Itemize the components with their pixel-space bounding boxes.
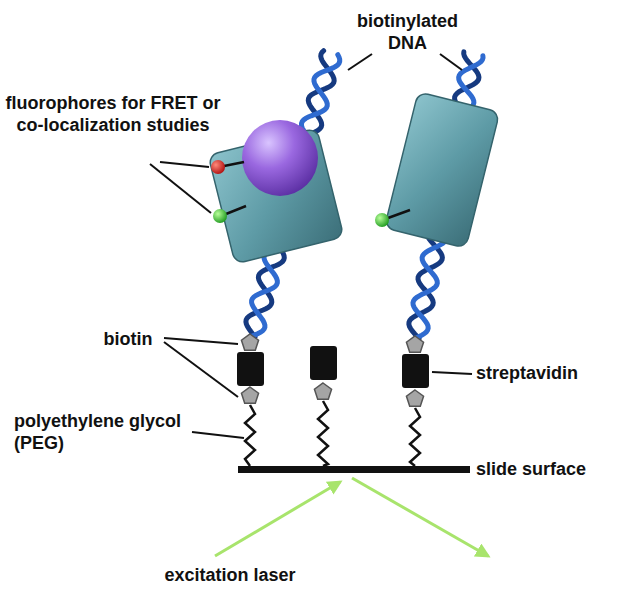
label: fluorophores for FRET or co-localization… (4, 92, 222, 136)
slide-surface (238, 466, 470, 473)
label: slide surface (476, 458, 616, 480)
label: biotin (95, 328, 161, 350)
label: polyethylene glycol (PEG) (14, 410, 190, 454)
protein-sphere (242, 120, 318, 196)
label: streptavidin (476, 362, 616, 384)
label: biotinylated DNA (350, 10, 465, 54)
label: excitation laser (120, 564, 340, 586)
peg (245, 401, 420, 466)
fluorophore (211, 160, 410, 227)
streptavidin (237, 346, 429, 388)
biotin (241, 334, 423, 406)
laser-beam (215, 478, 488, 556)
protein (208, 92, 500, 264)
